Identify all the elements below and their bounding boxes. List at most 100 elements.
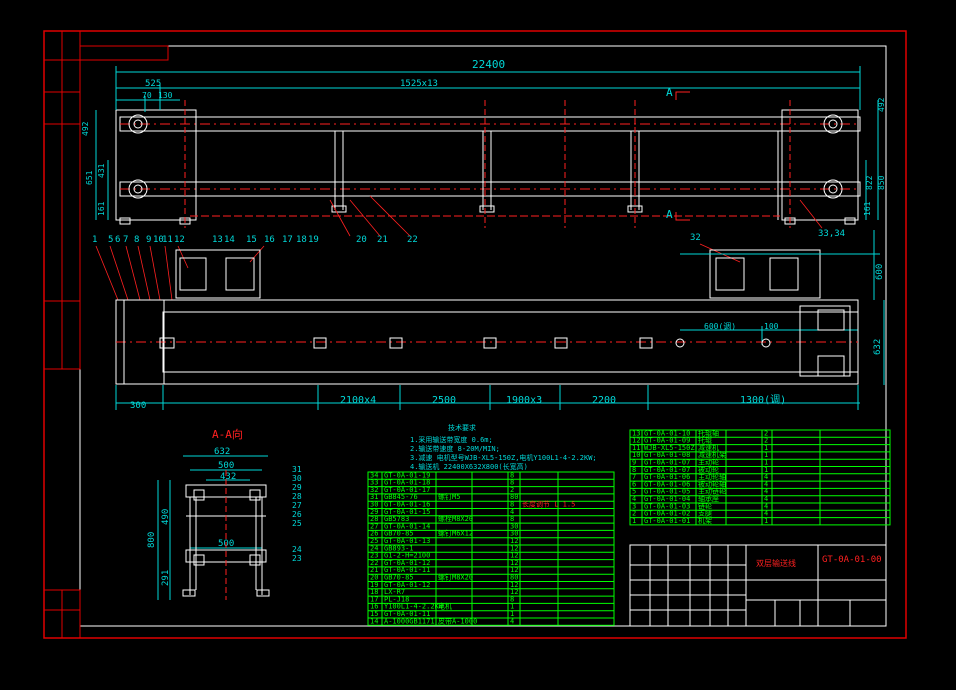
tech-notes: 技术要求 1.采用输送带宽度 0.6m; 2.输送带速度 8-20M/MIN; … (410, 423, 597, 471)
bom-right-cell: 1 (764, 444, 768, 452)
corner-box (79, 45, 169, 61)
dim-1900x3: 1900x3 (506, 395, 542, 406)
bom-right-cell: 托辊 (698, 436, 712, 445)
bom-left-cell: PL-J18 (384, 595, 409, 603)
bom-left-cell: 8 (510, 471, 514, 479)
dim-300: 300 (130, 401, 146, 411)
title-block (629, 544, 887, 627)
note-3: 3.减速 电机型号WJB-XL5-150Z,电机Y100L1-4-2.2KW; (410, 453, 597, 462)
bom-left-frame (367, 471, 615, 626)
bom-left-cell: 29 (370, 508, 378, 516)
sec-label-27: 27 (292, 501, 302, 510)
bom-left-cell: 皮带A-1000 (438, 616, 477, 625)
label-33-34: 33,34 (818, 229, 845, 239)
bom-right-cell: 2 (764, 437, 768, 445)
bom-left-cell: GT-0A-01-15 (384, 508, 430, 516)
bom-left-cell: 80 (510, 574, 518, 582)
bom-left-cell: 1 (510, 610, 514, 618)
dim-492: 492 (81, 121, 90, 136)
bom-left-cell: 12 (510, 581, 518, 589)
bom-left-cell: 15 (370, 610, 378, 618)
bom-left-cell: 螺钉M8X20 (438, 573, 473, 582)
label-6: 6 (115, 235, 120, 245)
label-20: 20 (356, 235, 367, 245)
note-4: 4.输送机 22400X632X800(长宽高) (410, 462, 528, 471)
bom-left-cell: 26 (370, 530, 378, 538)
bom-left-cell: 12 (510, 588, 518, 596)
bom-left-cell: 21 (370, 566, 378, 574)
bom-right-cell: 6 (632, 480, 636, 488)
bom-left-cell: GT-0A-01-13 (384, 537, 430, 545)
leader-lines (95, 195, 823, 301)
label-7: 7 (123, 235, 128, 245)
bom-left-cell: 31 (370, 493, 378, 501)
sec-label-25: 25 (292, 519, 302, 528)
bom-left-cell: 8 (510, 595, 514, 603)
bom-left-cell: GT-0A-01-18 (384, 479, 430, 487)
bom-left-cell: 8 (510, 479, 514, 487)
bom-left-cell: GB845-76 (384, 493, 418, 501)
dim-161-right: 161 (863, 201, 872, 216)
label-22: 22 (407, 235, 418, 245)
bom-left-cell: 30 (370, 501, 378, 509)
bom-right-cell: 1 (764, 517, 768, 525)
bom-right-cell: 7 (632, 473, 636, 481)
note-1: 1.采用输送带宽度 0.6m; (410, 435, 493, 444)
label-1: 1 (92, 235, 97, 245)
bom-left-cell: 12 (510, 537, 518, 545)
bom-right-frame (629, 429, 891, 526)
bom-right-cell: 主动轮轴 (698, 472, 726, 481)
bom-left-cell: 16 (370, 603, 378, 611)
section-view (182, 470, 270, 600)
bom-left-cell: 8 (510, 501, 514, 509)
bom-left-cell: 电机 (438, 602, 452, 611)
bom-right-cell: 主动链轮 (698, 487, 726, 496)
label-32: 32 (690, 233, 701, 243)
sec-label-29: 29 (292, 483, 302, 492)
label-18: 18 (296, 235, 307, 245)
bom-right-cell: GT-0A-01-06 (644, 480, 690, 488)
bom-right-cell: 支腿 (698, 509, 712, 518)
section-mark-bottom: A (666, 208, 673, 221)
label-14: 14 (224, 235, 235, 245)
label-8: 8 (134, 235, 139, 245)
bom-left-cell: 80 (510, 493, 518, 501)
bom-left-cell: 30 (510, 522, 518, 530)
sec-label-28: 28 (292, 492, 302, 501)
notes-title: 技术要求 (448, 423, 476, 432)
dim-492-right: 492 (877, 97, 886, 112)
sec-dim-291: 291 (161, 570, 171, 586)
bom-left-cell: 32 (370, 486, 378, 494)
bom-right-cell: 4 (764, 510, 768, 518)
bom-left-cell: LX-R7 (384, 588, 405, 596)
bom-left-cell: 22 (370, 559, 378, 567)
bom-left-cell: 30 (510, 530, 518, 538)
bom-left-cell: GB5783 (384, 515, 409, 523)
bom-right-cell: 2 (764, 429, 768, 437)
bom-left-cell: A-1000GB1171 (384, 617, 435, 625)
dim-525: 525 (145, 79, 161, 89)
bom-left-cell: 2 (510, 486, 514, 494)
bom-right-cell: GT-0A-01-06 (644, 473, 690, 481)
bom-left-cell: 23 (370, 552, 378, 560)
dim-600-adjust: 600(调) (704, 322, 736, 331)
bom-right-cell: WJB-XL5-150Z (644, 444, 695, 452)
bom-right-cell: 机架 (698, 516, 712, 525)
bom-left-cell: 8 (510, 515, 514, 523)
bom-right-cell: 4 (764, 480, 768, 488)
bom-right-cell: 1 (764, 451, 768, 459)
bom-right-cell: GT-0A-01-05 (644, 488, 690, 496)
bom-right-cell: 3 (632, 502, 636, 510)
label-5: 5 (108, 235, 113, 245)
bom-right-cell: 11 (632, 444, 640, 452)
section-title: A-A向 (212, 427, 243, 441)
balloon-labels: 1 5 6 7 8 9 10 11 12 13 14 15 16 17 18 1… (92, 229, 845, 245)
bom-left-cell: 14 (370, 617, 378, 625)
bom-left-cell: 20 (370, 574, 378, 582)
bom-left-cell: GT-0A-01-19 (384, 471, 430, 479)
drawing-name: 双层输送线 (756, 558, 796, 568)
bom-left-cell: 12 (510, 559, 518, 567)
dim-overall-length: 22400 (472, 58, 505, 71)
sec-label-26: 26 (292, 510, 302, 519)
